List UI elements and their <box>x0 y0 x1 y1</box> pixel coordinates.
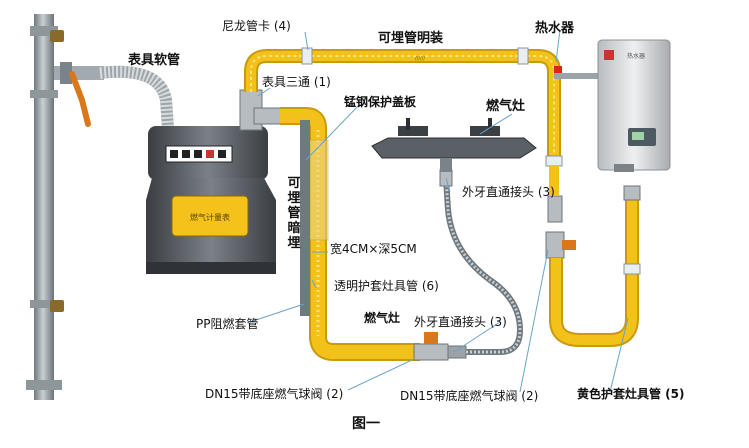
heater-brand-text: 热水器 <box>627 52 645 60</box>
label-dimensions: 宽4CM×深5CM <box>330 242 417 256</box>
label-ball-valve-left: DN15带底座燃气球阀 (2) <box>205 387 344 401</box>
pipe-print-text: ////// <box>415 56 425 62</box>
leader-water-heater <box>555 29 561 63</box>
label-male-connector-top: 外牙直通接头 (3) <box>462 185 555 199</box>
leader-valve-right <box>519 249 549 393</box>
yellow-pipe-lower-right <box>549 166 641 347</box>
leader-connector-bottom <box>453 321 501 353</box>
label-buried-exposed: 可埋管明装 <box>378 31 444 46</box>
label-gas-stove-top: 燃气灶 <box>486 99 526 114</box>
label-transparent-pipe: 透明护套灶具管 (6) <box>334 279 439 293</box>
leader-stove-top <box>479 113 513 135</box>
leader-transparent-pipe <box>311 279 317 289</box>
gas-meter: 燃气计量表 <box>146 126 276 274</box>
label-buried-concealed: 可埋管暗埋 <box>287 176 301 251</box>
label-meter-tee: 表具三通 (1) <box>262 75 331 89</box>
yellow-pipe-concealed <box>280 107 420 361</box>
gas-stove <box>371 118 537 172</box>
leader-meter-tee <box>257 87 271 97</box>
label-yellow-pipe: 黄色护套灶具管 (5) <box>577 387 685 401</box>
figure-caption: 图一 <box>352 416 380 432</box>
yellow-pipe-upper: ////// <box>244 47 563 167</box>
label-meter-hose: 表具软管 <box>128 53 181 68</box>
label-ball-valve-right: DN15带底座燃气球阀 (2) <box>400 389 539 403</box>
leader-pp-sleeve <box>249 303 305 323</box>
water-heater: 热水器 <box>597 39 671 172</box>
ball-valve-left <box>413 332 467 361</box>
leader-nylon-clip <box>304 31 309 51</box>
leader-steel-cover <box>305 103 361 161</box>
steel-cover-plate <box>300 120 310 316</box>
label-gas-stove-bottom: 燃气灶 <box>364 311 401 325</box>
ball-valve-right <box>545 195 576 259</box>
meter-badge-text: 燃气计量表 <box>190 212 230 222</box>
label-steel-cover: 锰钢保护盖板 <box>344 95 417 109</box>
meter-tee-fitting <box>239 89 283 131</box>
label-pp-sleeve: PP阻燃套管 <box>196 317 259 331</box>
gas-riser-pipe <box>26 14 64 400</box>
label-male-connector-bottom: 外牙直通接头 (3) <box>414 315 507 329</box>
riser-branch-valve <box>54 62 104 127</box>
label-leader-lines <box>249 29 629 393</box>
label-nylon-clip: 尼龙管卡 (4) <box>222 19 291 33</box>
leader-connector-top <box>445 177 451 193</box>
meter-hose <box>99 65 174 129</box>
leader-yellow-pipe <box>609 317 629 393</box>
label-water-heater: 热水器 <box>535 21 575 36</box>
leader-valve-left <box>347 359 413 391</box>
